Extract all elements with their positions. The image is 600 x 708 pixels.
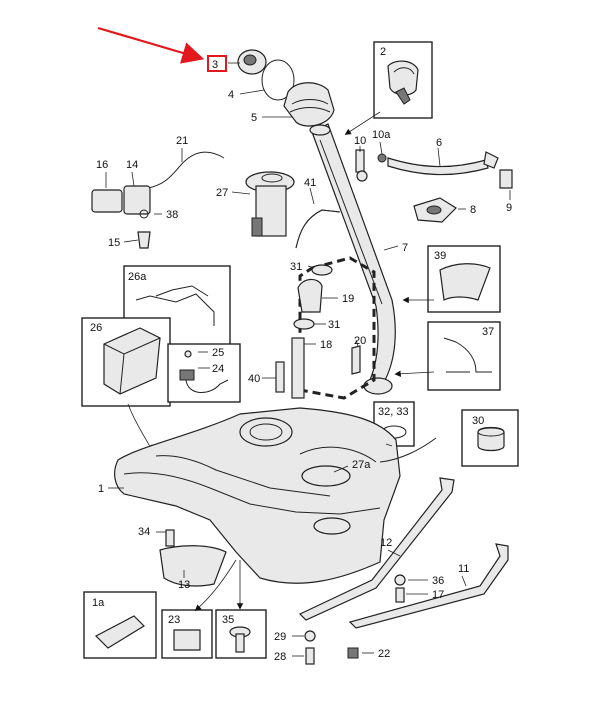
- pad-39: [439, 263, 491, 301]
- label-22: 22: [378, 648, 390, 660]
- screw-34: [165, 529, 175, 547]
- label-16: 16: [96, 159, 108, 171]
- label-37: 37: [482, 326, 494, 338]
- label-1a: 1a: [92, 597, 105, 609]
- box-2425: [167, 343, 241, 403]
- label-3233: 32, 33: [378, 406, 409, 418]
- label-35: 35: [222, 614, 234, 626]
- strap-37: [443, 337, 492, 373]
- filler-cap: [237, 49, 267, 75]
- sensor-24: [179, 350, 229, 393]
- label-40: 40: [248, 373, 260, 385]
- box-37: [427, 321, 501, 391]
- label-12: 12: [380, 537, 392, 549]
- label-21: 21: [176, 135, 188, 147]
- label-34: 34: [138, 526, 150, 538]
- label-38: 38: [166, 209, 178, 221]
- label-20: 20: [354, 335, 366, 347]
- label-31b: 31: [328, 319, 340, 331]
- label-29: 29: [274, 631, 286, 643]
- highlight-arrow: [97, 26, 205, 64]
- label-9: 9: [506, 202, 512, 214]
- label-8: 8: [470, 204, 476, 216]
- label-25: 25: [212, 347, 224, 359]
- label-26a: 26a: [128, 271, 147, 283]
- strap-12: [298, 477, 455, 621]
- clamp-31a: [311, 264, 333, 276]
- label-11: 11: [458, 563, 469, 575]
- fuel-pump: [245, 171, 295, 237]
- label-14: 14: [126, 159, 138, 171]
- label-18: 18: [320, 339, 332, 351]
- pipe-26a: [135, 293, 215, 326]
- label-41: 41: [304, 177, 316, 189]
- label-1: 1: [98, 483, 104, 495]
- label-15: 15: [108, 237, 120, 249]
- fuel-tank: [114, 407, 437, 584]
- clip-22: [347, 647, 359, 659]
- label-26: 26: [90, 322, 102, 334]
- nut-36: [394, 574, 406, 586]
- dashed-frame: [298, 256, 376, 400]
- fuel-filter-assembly: [91, 151, 225, 249]
- label-17: 17: [432, 589, 444, 601]
- label-7: 7: [402, 242, 408, 254]
- pipe-20: [351, 345, 361, 375]
- label-27a: 27a: [352, 459, 371, 471]
- bracket-part-2: [387, 60, 419, 105]
- label-3: 3: [212, 59, 218, 71]
- bolt-40: [275, 361, 285, 393]
- clip-23: [173, 629, 201, 651]
- label-23: 23: [168, 614, 180, 626]
- label-28: 28: [274, 651, 286, 663]
- bolt-17: [395, 587, 405, 603]
- label-36: 36: [432, 575, 444, 587]
- clamp-31b: [293, 318, 315, 330]
- label-30: 30: [472, 415, 484, 427]
- pad-1a: [94, 615, 145, 649]
- label-10a: 10a: [372, 129, 391, 141]
- label-13: 13: [178, 579, 190, 591]
- bolt-35: [229, 626, 251, 653]
- label-39: 39: [434, 250, 446, 262]
- filler-neck: [309, 123, 396, 395]
- label-4: 4: [228, 89, 234, 101]
- label-31a: 31: [290, 261, 302, 273]
- heat-shield-13: [159, 545, 227, 587]
- bushing-30: [477, 426, 505, 452]
- label-2: 2: [380, 46, 386, 58]
- bolt-28: [305, 647, 315, 665]
- filler-housing: [283, 82, 335, 127]
- tube-18: [291, 337, 305, 399]
- label-24: 24: [212, 363, 224, 375]
- label-5: 5: [251, 112, 257, 124]
- label-10: 10: [354, 135, 366, 147]
- highlight-box: [207, 55, 227, 72]
- label-6: 6: [436, 137, 442, 149]
- vent-line-assembly: [355, 149, 513, 189]
- label-27: 27: [216, 187, 228, 199]
- hose-19: [297, 278, 323, 313]
- washer-29: [304, 630, 316, 642]
- label-19: 19: [342, 293, 354, 305]
- seal-ring: [261, 59, 295, 101]
- strap-11: [348, 543, 509, 629]
